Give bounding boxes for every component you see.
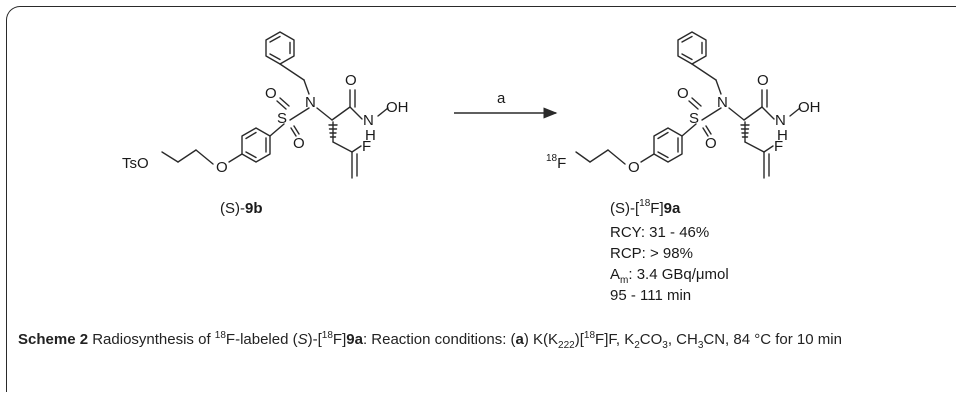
svg-text:N: N xyxy=(305,94,316,111)
svg-text:S: S xyxy=(277,110,287,127)
synthesis-time-stat: 95 - 111 min xyxy=(610,287,691,304)
svg-text:O: O xyxy=(677,85,689,102)
svg-text:H: H xyxy=(777,127,788,144)
molar-activity-stat: Am: 3.4 GBq/μmol xyxy=(610,266,729,286)
svg-text:O: O xyxy=(265,85,277,102)
figure-frame xyxy=(6,6,956,392)
svg-text:O: O xyxy=(216,159,228,176)
svg-text:TsO: TsO xyxy=(122,155,149,172)
svg-text:N: N xyxy=(717,94,728,111)
rcy-stat: RCY: 31 - 46% xyxy=(610,224,709,241)
reactant-atom-labels: TsO O S N O O O N H OH F xyxy=(122,72,409,176)
svg-text:F: F xyxy=(774,138,783,155)
product-label: (S)-[18F]9a xyxy=(610,198,681,217)
svg-text:O: O xyxy=(757,72,769,89)
svg-text:S: S xyxy=(689,110,699,127)
product-stats: RCY: 31 - 46% RCP: > 98% Am: 3.4 GBq/μmo… xyxy=(610,224,729,304)
svg-text:O: O xyxy=(705,135,717,152)
svg-text:N: N xyxy=(775,112,786,129)
product-9a: 18F O S N O O O N H OH F (S)-[18F]9a RCY… xyxy=(546,31,821,304)
svg-text:H: H xyxy=(365,127,376,144)
svg-text:O: O xyxy=(628,159,640,176)
reactant-9b: TsO O S N O O O N H OH F (S)-9b xyxy=(122,31,409,217)
svg-text:O: O xyxy=(345,72,357,89)
scheme-caption: Scheme 2 Radiosynthesis of 18F-labeled (… xyxy=(18,330,842,351)
svg-text:OH: OH xyxy=(386,99,409,116)
svg-text:F: F xyxy=(362,138,371,155)
reaction-arrow: a xyxy=(454,90,558,119)
product-atom-labels: 18F O S N O O O N H OH F xyxy=(546,72,821,176)
svg-text:O: O xyxy=(293,135,305,152)
svg-text:18F: 18F xyxy=(546,153,566,172)
rcp-stat: RCP: > 98% xyxy=(610,245,693,262)
arrow-reagent-label: a xyxy=(497,90,506,107)
svg-text:OH: OH xyxy=(798,99,821,116)
svg-text:N: N xyxy=(363,112,374,129)
reactant-label: (S)-9b xyxy=(220,200,263,217)
